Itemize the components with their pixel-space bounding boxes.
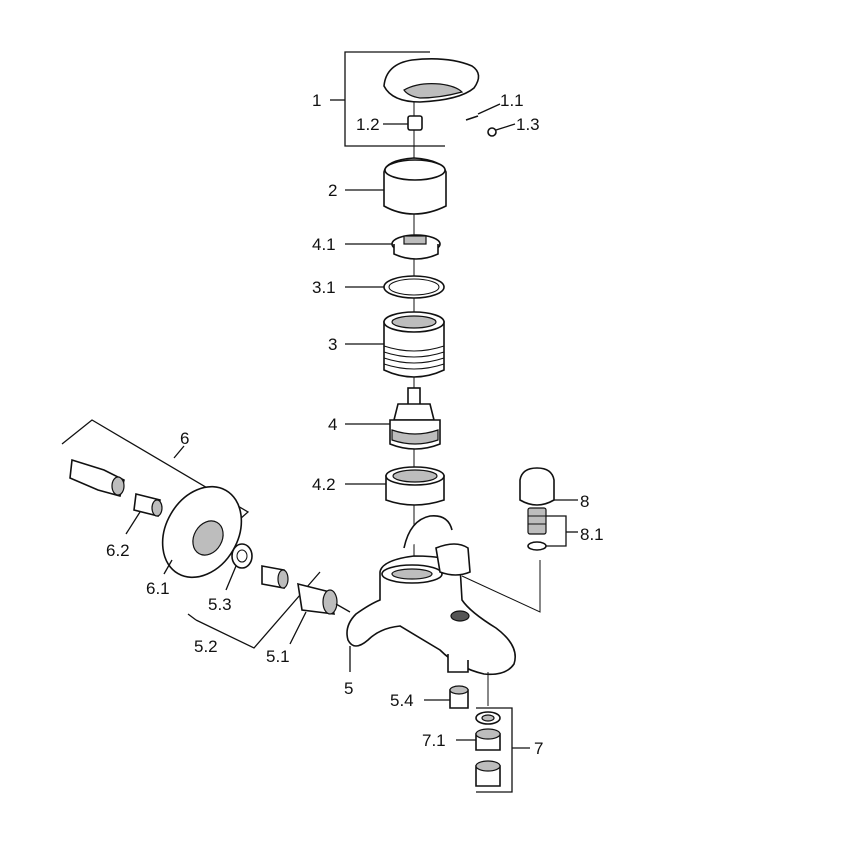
part-1-handle-group [330, 51, 516, 147]
part-5-4-insert [424, 685, 469, 709]
label-8-1: 8.1 [580, 525, 604, 544]
part-5-mixer-body [346, 514, 516, 706]
part-2-cap [345, 157, 447, 215]
label-5-4: 5.4 [390, 691, 414, 710]
part-5-3-washer [231, 543, 253, 569]
label-2: 2 [328, 181, 337, 200]
label-4: 4 [328, 415, 337, 434]
part-4-2-sleeve [345, 466, 445, 506]
label-3-1: 3.1 [312, 278, 336, 297]
label-5-2: 5.2 [194, 637, 218, 656]
label-4-1: 4.1 [312, 235, 336, 254]
part-3-1-oring [345, 275, 445, 299]
part-6-eccentric [69, 458, 125, 497]
label-5: 5 [344, 679, 353, 698]
label-8: 8 [580, 492, 589, 511]
label-6: 6 [180, 429, 189, 448]
part-3-nut [345, 311, 445, 378]
part-1-1-pin [465, 115, 479, 121]
label-1-3: 1.3 [516, 115, 540, 134]
label-3: 3 [328, 335, 337, 354]
part-8-diverter [519, 467, 578, 551]
label-1-1: 1.1 [500, 91, 524, 110]
part-1-3-screw [487, 127, 497, 137]
part-6-group [61, 419, 250, 579]
label-7-1: 7.1 [422, 731, 446, 750]
label-6-2: 6.2 [106, 541, 130, 560]
part-1-2-block [407, 115, 423, 131]
label-1-2: 1.2 [356, 115, 380, 134]
part-4-cartridge [345, 387, 441, 450]
label-4-2: 4.2 [312, 475, 336, 494]
part-5-2-group [187, 543, 351, 649]
label-6-1: 6.1 [146, 579, 170, 598]
label-5-1: 5.1 [266, 647, 290, 666]
part-7-aerator-group [456, 707, 530, 793]
label-5-3: 5.3 [208, 595, 232, 614]
label-7: 7 [534, 739, 543, 758]
label-1: 1 [312, 91, 321, 110]
part-4-1-clip [345, 234, 441, 260]
